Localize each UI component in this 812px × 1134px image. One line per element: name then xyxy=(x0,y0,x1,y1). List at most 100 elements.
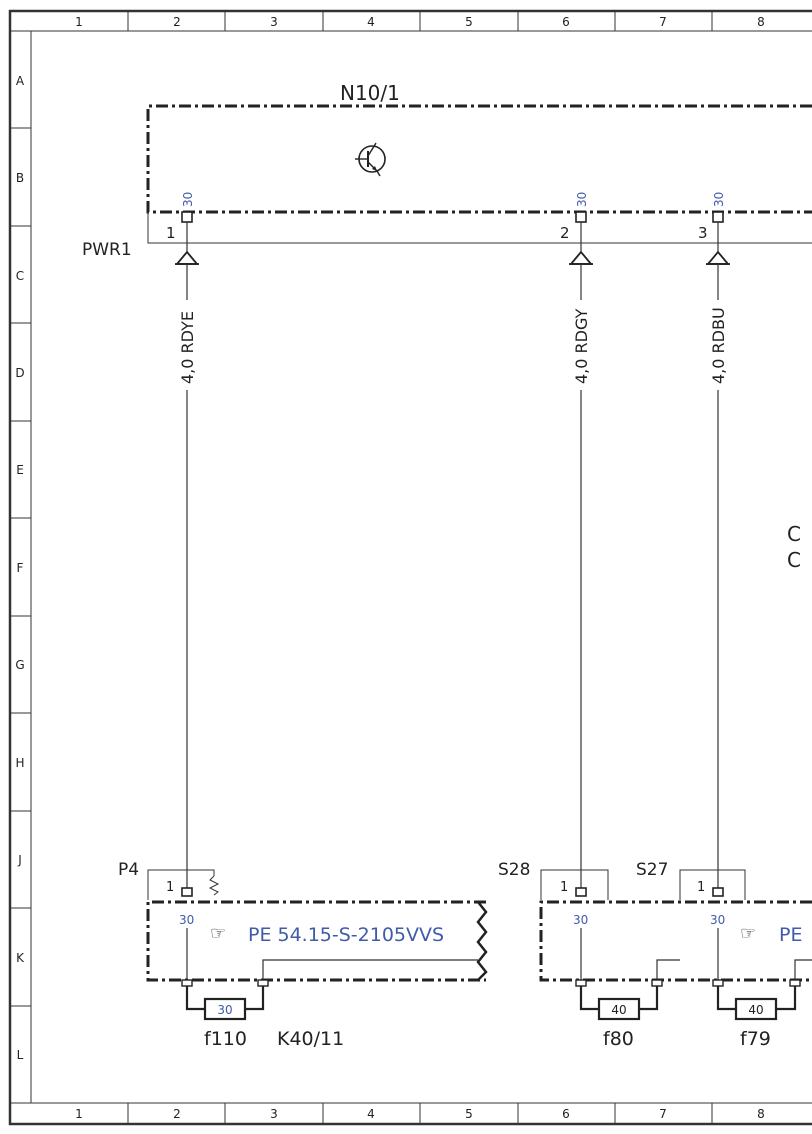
fuse-name: f80 xyxy=(603,1028,634,1050)
connector-label-pwr1: PWR1 xyxy=(82,240,132,260)
col-label: 6 xyxy=(562,15,570,29)
internal-wire xyxy=(794,959,812,980)
col-label: 5 xyxy=(465,15,473,29)
wire-pin-1: 30 1 4,0 RDYE xyxy=(166,192,199,888)
edge-text: C xyxy=(787,548,801,572)
outer-border xyxy=(8,9,812,1126)
fuse-wire xyxy=(776,986,797,1011)
fuse-rating: 40 xyxy=(748,1003,763,1017)
col-label: 2 xyxy=(173,1107,181,1121)
row-label: H xyxy=(15,756,24,770)
block-name: K40/11 xyxy=(277,1028,344,1050)
fuse-f79 xyxy=(734,997,778,1021)
fuse-rating: 30 xyxy=(217,1003,232,1017)
block-housing-outline xyxy=(539,900,812,982)
reference-link[interactable]: PE xyxy=(779,924,802,946)
terminal-marker xyxy=(181,979,193,987)
col-label: 2 xyxy=(173,15,181,29)
connector-s28-outline xyxy=(540,869,609,900)
connector-p4-outline xyxy=(147,869,215,900)
transistor-icon xyxy=(355,142,386,177)
connector-s27-outline xyxy=(679,869,746,900)
wire-label: 4,0 RDYE xyxy=(178,311,197,384)
row-label: A xyxy=(16,74,25,88)
module-name: N10/1 xyxy=(340,81,400,105)
fuse-wire xyxy=(245,986,265,1011)
fuse-wire xyxy=(579,986,599,1011)
fuse-wire xyxy=(639,986,659,1011)
connector-triangle-icon xyxy=(569,250,593,265)
module-housing-outline xyxy=(146,104,812,214)
row-label: F xyxy=(17,561,24,575)
col-label: 8 xyxy=(757,15,765,29)
col-label: 6 xyxy=(562,1107,570,1121)
column-ruler: 1 2 3 4 5 6 7 8 1 2 3 4 5 6 7 8 xyxy=(75,11,765,1124)
connector-label-s27: S27 xyxy=(636,860,668,880)
row-label: K xyxy=(16,951,25,965)
fuse-f110 xyxy=(203,997,247,1021)
module-n10-1: N10/1 PWR1 xyxy=(82,81,812,260)
hand-pointer-icon: ☞ xyxy=(210,923,226,944)
connector-label-p4: P4 xyxy=(118,860,139,880)
wire-pin-3: 30 3 4,0 RDBU xyxy=(698,192,730,888)
col-label: 3 xyxy=(270,1107,278,1121)
fuse-name: f110 xyxy=(204,1028,247,1050)
hand-pointer-icon: ☞ xyxy=(740,923,756,944)
terminal-marker xyxy=(651,979,663,987)
contact-number: 1 xyxy=(560,880,568,895)
col-label: 1 xyxy=(75,15,83,29)
terminal-marker xyxy=(575,979,587,987)
connector-pwr1-outline xyxy=(147,212,812,244)
col-label: 4 xyxy=(367,1107,375,1121)
col-label: 7 xyxy=(659,1107,667,1121)
internal-wire xyxy=(262,959,478,980)
col-label: 3 xyxy=(270,15,278,29)
row-label: J xyxy=(17,853,22,867)
terminal-marker xyxy=(575,211,587,223)
row-ruler: A B C D E F G H J K L xyxy=(10,74,31,1062)
edge-text: C xyxy=(787,522,801,546)
block-housing-outline xyxy=(146,900,486,982)
contact-number: 1 xyxy=(697,880,705,895)
col-label: 1 xyxy=(75,1107,83,1121)
terminal-label: 30 xyxy=(712,192,726,207)
terminal-label: 30 xyxy=(573,913,588,927)
terminal-label: 30 xyxy=(575,192,589,207)
row-label: C xyxy=(16,269,24,283)
sheet-frame xyxy=(8,9,812,1126)
fuse-rating: 40 xyxy=(611,1003,626,1017)
terminal-marker xyxy=(712,887,724,897)
terminal-marker xyxy=(712,979,724,987)
fuse-f80 xyxy=(597,997,641,1021)
row-label: D xyxy=(15,366,24,380)
row-label: B xyxy=(16,171,24,185)
col-label: 4 xyxy=(367,15,375,29)
col-label: 8 xyxy=(757,1107,765,1121)
connector-triangle-icon xyxy=(175,250,199,265)
wire-pin-2: 30 2 4,0 RDGY xyxy=(560,192,593,888)
internal-wire xyxy=(656,959,680,980)
pin-number: 2 xyxy=(560,224,570,242)
fuse-block-right: S28 1 30 40 f80 S27 1 30 ☞ PE 40 f79 xyxy=(498,860,812,1050)
wire-label: 4,0 RDGY xyxy=(572,308,591,384)
fuse-block-left: P4 1 30 ☞ PE 54.15-S-2105VVS 30 f110 K40… xyxy=(118,860,488,1050)
block-break-edge xyxy=(476,901,488,981)
reference-link[interactable]: PE 54.15-S-2105VVS xyxy=(248,924,444,946)
wire-label: 4,0 RDBU xyxy=(709,307,728,384)
connector-triangle-icon xyxy=(706,250,730,265)
fuse-wire xyxy=(716,986,736,1011)
fuse-name: f79 xyxy=(740,1028,771,1050)
terminal-label: 30 xyxy=(179,913,194,927)
pin-number: 1 xyxy=(166,224,176,242)
zigzag-break xyxy=(208,875,220,896)
col-label: 5 xyxy=(465,1107,473,1121)
contact-number: 1 xyxy=(166,880,174,895)
terminal-marker xyxy=(181,887,193,897)
fuse-wire xyxy=(185,986,205,1011)
terminal-marker xyxy=(257,979,269,987)
col-label: 7 xyxy=(659,15,667,29)
terminal-marker xyxy=(575,887,587,897)
row-label: E xyxy=(16,463,24,477)
terminal-marker xyxy=(181,211,193,223)
